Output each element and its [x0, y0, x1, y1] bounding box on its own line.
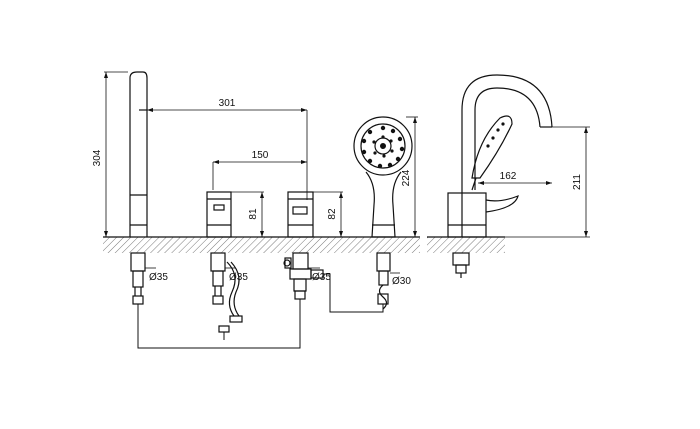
handle-left — [206, 191, 243, 333]
dim-side-reach: 162 — [500, 171, 517, 182]
dim-spout-height: 304 — [92, 149, 103, 166]
dimension-arrows — [104, 72, 588, 237]
dim-handle-right-height: 82 — [327, 208, 338, 220]
dia-handle-left: Ø35 — [229, 272, 248, 283]
deck-front — [103, 237, 420, 253]
dia-shower: Ø30 — [392, 276, 411, 287]
hand-shower — [353, 116, 413, 310]
shower-spray-dots — [361, 125, 405, 169]
spout-front — [129, 71, 148, 305]
dim-handle-left-height: 81 — [248, 208, 259, 220]
deck-side — [427, 237, 505, 253]
dim-side-height: 211 — [572, 174, 583, 190]
side-shower-dots — [486, 122, 505, 148]
dim-shower-height: 224 — [401, 169, 412, 186]
dia-handle-right: Ø35 — [312, 272, 331, 283]
dim-spout-reach: 301 — [219, 98, 236, 109]
dim-handle-spacing: 150 — [252, 150, 269, 161]
mixer-side-view — [447, 74, 553, 278]
dia-spout: Ø35 — [149, 272, 168, 283]
dimension-lines — [104, 71, 590, 274]
connecting-pipes — [137, 273, 384, 349]
